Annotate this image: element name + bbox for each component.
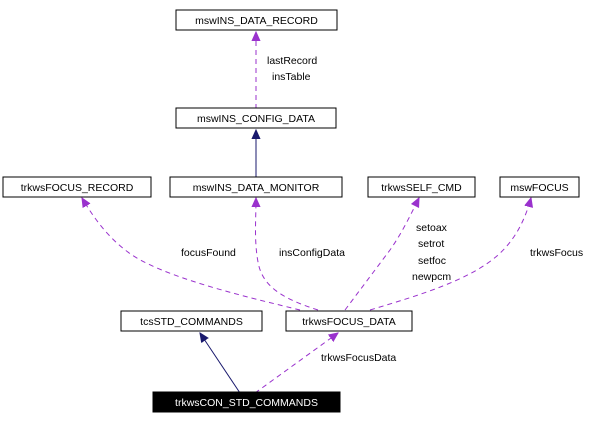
node-label: mswINS_DATA_RECORD xyxy=(195,15,318,27)
edge-focusdata-to-focusrecord xyxy=(82,198,301,311)
node-label: trkwsCON_STD_COMMANDS xyxy=(175,397,318,409)
label-newpcm: newpcm xyxy=(412,271,451,283)
label-focusFound: focusFound xyxy=(181,247,236,259)
node-label: trkwsFOCUS_RECORD xyxy=(21,182,134,194)
edge-focusdata-to-monitor xyxy=(256,198,319,311)
label-trkwsFocus: trkwsFocus xyxy=(530,247,583,259)
label-setfoc: setfoc xyxy=(418,255,446,267)
node-label: trkwsFOCUS_DATA xyxy=(302,316,396,328)
node-trkwsCON-STD-COMMANDS[interactable]: trkwsCON_STD_COMMANDS xyxy=(152,391,341,413)
label-lastRecord: lastRecord xyxy=(267,55,317,67)
node-tcsSTD-COMMANDS[interactable]: tcsSTD_COMMANDS xyxy=(120,310,263,332)
label-trkwsFocusData: trkwsFocusData xyxy=(321,352,396,364)
node-label: trkwsSELF_CMD xyxy=(381,182,462,194)
node-mswINS-DATA-RECORD[interactable]: mswINS_DATA_RECORD xyxy=(175,9,338,31)
node-mswFOCUS[interactable]: mswFOCUS xyxy=(499,176,580,198)
node-label: tcsSTD_COMMANDS xyxy=(140,316,243,328)
label-setrot: setrot xyxy=(418,238,444,250)
node-trkwsFOCUS-RECORD[interactable]: trkwsFOCUS_RECORD xyxy=(2,176,152,198)
label-setoax: setoax xyxy=(416,222,448,234)
edge-con-to-focusdata xyxy=(254,333,338,394)
node-mswINS-DATA-MONITOR[interactable]: mswINS_DATA_MONITOR xyxy=(169,176,343,198)
node-label: mswINS_CONFIG_DATA xyxy=(197,113,315,125)
label-insTable: insTable xyxy=(272,71,311,83)
node-trkwsFOCUS-DATA[interactable]: trkwsFOCUS_DATA xyxy=(285,310,413,332)
node-mswINS-CONFIG-DATA[interactable]: mswINS_CONFIG_DATA xyxy=(175,107,337,129)
label-insConfigData: insConfigData xyxy=(279,247,345,259)
node-trkwsSELF-CMD[interactable]: trkwsSELF_CMD xyxy=(367,176,476,198)
node-label: mswFOCUS xyxy=(510,182,568,194)
edge-con-to-std xyxy=(200,333,241,394)
edge-focusdata-to-selfcmd xyxy=(344,198,419,311)
node-label: mswINS_DATA_MONITOR xyxy=(193,182,320,194)
edge-focusdata-to-mswfocus xyxy=(369,198,531,311)
